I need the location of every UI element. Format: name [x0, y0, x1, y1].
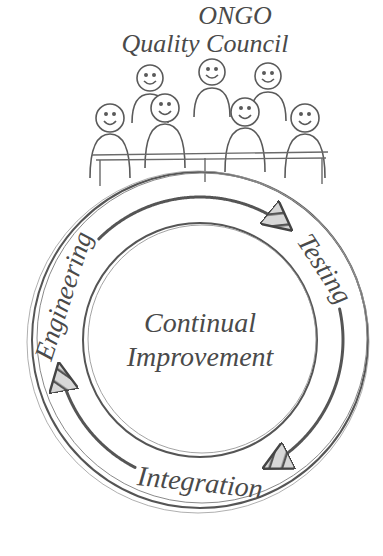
ring-sketch-stroke — [37, 173, 367, 503]
person-head — [291, 104, 319, 132]
person-body — [225, 128, 265, 172]
person-eye — [271, 72, 273, 74]
hub-circle: Continual Improvement — [82, 222, 318, 458]
person-eye — [308, 113, 310, 115]
person-head — [96, 104, 124, 132]
ring-sketch-stroke — [27, 171, 369, 513]
table-edge — [92, 152, 328, 155]
hub-outline-circle — [83, 223, 317, 457]
center-text: Continual Improvement — [110, 306, 290, 374]
table-edge — [96, 158, 326, 160]
person-head — [255, 63, 281, 89]
person-head — [231, 98, 259, 126]
person-eye — [153, 74, 155, 76]
person-smile — [299, 121, 311, 125]
person-smile — [262, 79, 274, 82]
person-eye — [113, 113, 115, 115]
council-title: ONGO Quality Council — [115, 2, 295, 58]
hub-sketch-stroke — [88, 225, 316, 453]
hub-outline — [82, 222, 318, 458]
person-eye — [240, 107, 242, 109]
person-head — [137, 65, 163, 91]
stage-band: Integration — [136, 461, 265, 505]
person-eye — [300, 113, 302, 115]
person-body — [145, 124, 185, 168]
ring-outline — [32, 172, 368, 508]
person-head — [151, 94, 179, 122]
person-smile — [104, 121, 116, 125]
person-eye — [105, 113, 107, 115]
person-body — [194, 88, 230, 117]
person-eye — [168, 103, 170, 105]
person-body — [285, 134, 325, 178]
person-eye — [207, 68, 209, 70]
stage-name: Integration — [136, 461, 265, 505]
person-eye — [263, 72, 265, 74]
person-eye — [248, 107, 250, 109]
person-eye — [215, 68, 217, 70]
person-smile — [239, 115, 251, 119]
person-eye — [160, 103, 162, 105]
person-eye — [145, 74, 147, 76]
person-smile — [159, 111, 171, 115]
person-smile — [206, 75, 218, 78]
person-head — [199, 59, 225, 85]
person-body — [90, 134, 130, 178]
person-smile — [144, 81, 156, 84]
